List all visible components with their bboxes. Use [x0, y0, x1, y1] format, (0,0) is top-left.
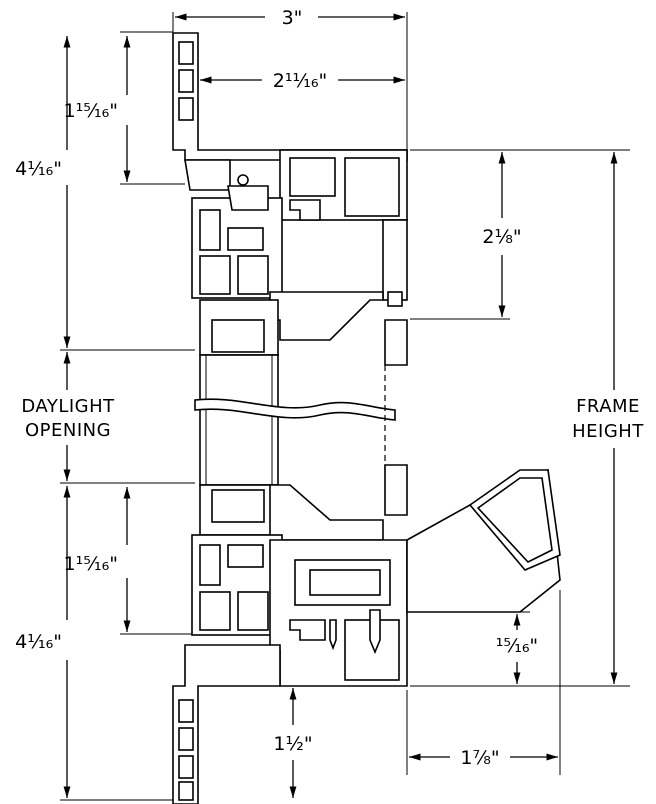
dim-overall-width: 3" — [282, 7, 303, 29]
window-profile — [172, 32, 561, 804]
dim-drip-offset: ¹⁵⁄₁₆" — [496, 635, 538, 657]
opening-labels: DAYLIGHT OPENING FRAME HEIGHT — [21, 396, 644, 442]
dim-top-sash-height: 1¹⁵⁄₁₆" — [64, 100, 118, 122]
dim-sill-projection: 1⁷⁄₈" — [460, 747, 499, 769]
dim-bottom-sash-height: 1¹⁵⁄₁₆" — [64, 553, 118, 575]
dimension-lines — [63, 13, 618, 798]
frame-label-line1: FRAME — [576, 396, 640, 417]
daylight-label-line2: OPENING — [25, 420, 111, 441]
dim-inner-width: 2¹¹⁄₁₆" — [273, 70, 327, 92]
dim-head-to-stop: 2¹⁄₈" — [482, 226, 521, 248]
frame-label-line2: HEIGHT — [572, 421, 644, 442]
dim-top-frame-depth: 4¹⁄₁₆" — [15, 158, 62, 180]
dim-sill-offset: 1¹⁄₂" — [273, 733, 312, 755]
dim-bottom-frame-depth: 4¹⁄₁₆" — [15, 631, 62, 653]
daylight-label-line1: DAYLIGHT — [21, 396, 115, 417]
dimension-texts: 3" 2¹¹⁄₁₆" 1¹⁵⁄₁₆" 4¹⁄₁₆" 2¹⁄₈" 1¹⁵⁄₁₆" … — [15, 7, 538, 769]
